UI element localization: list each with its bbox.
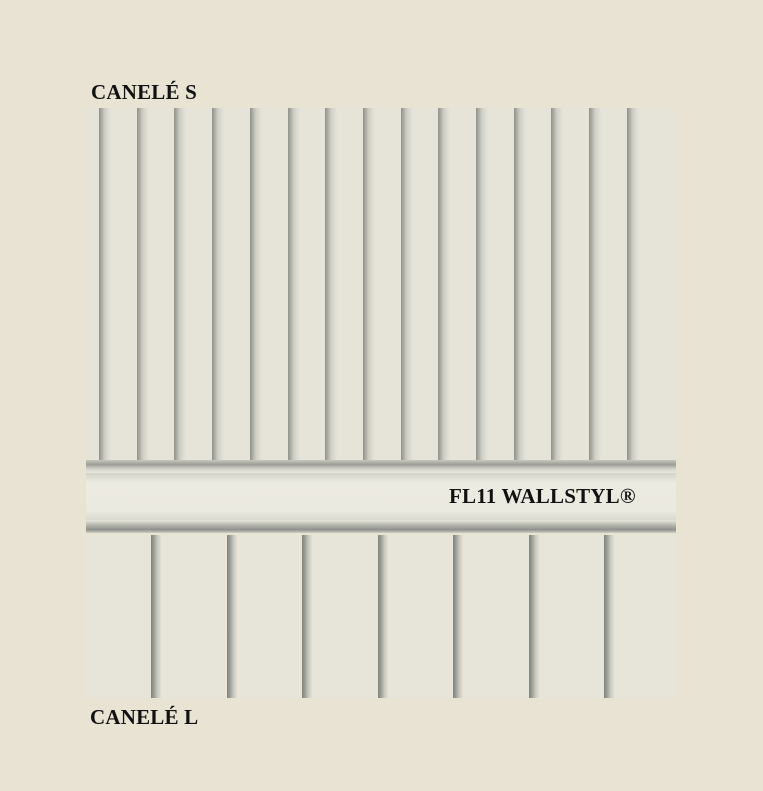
canele-s-flute	[438, 108, 451, 462]
canele-l-label: CANELÉ L	[90, 705, 199, 729]
canele-l-flute	[604, 535, 614, 698]
canele-l-flute	[226, 535, 237, 698]
canele-s-flute	[362, 108, 375, 462]
canele-s-flute	[626, 108, 639, 462]
canele-l-panel	[86, 535, 676, 698]
canele-s-flute	[287, 108, 300, 462]
canele-s-flute	[400, 108, 413, 462]
canele-l-flute	[453, 535, 463, 698]
canele-l-flute	[528, 535, 539, 698]
canele-l-flute	[302, 535, 312, 698]
canele-s-flute	[212, 108, 225, 462]
canele-s-label: CANELÉ S	[91, 80, 198, 104]
canele-s-flute	[513, 108, 526, 462]
frieze-band	[86, 473, 676, 520]
frieze-top-rail	[86, 460, 676, 473]
canele-s-panel	[86, 108, 676, 462]
canele-s-flute	[325, 108, 338, 462]
canele-s-flute	[99, 108, 111, 462]
frieze-bottom-rail	[86, 520, 676, 533]
canele-s-flute	[174, 108, 187, 462]
fl11-frieze-moulding	[86, 460, 676, 538]
canele-s-flute	[136, 108, 149, 462]
canele-s-flute	[476, 108, 488, 462]
canele-s-flute	[249, 108, 262, 462]
canele-l-flute	[377, 535, 388, 698]
canele-s-flute	[589, 108, 602, 462]
canele-l-flute	[151, 535, 161, 698]
canele-s-flute	[551, 108, 564, 462]
fl11-wallstyl-label: FL11 WALLSTYL®	[449, 484, 636, 508]
